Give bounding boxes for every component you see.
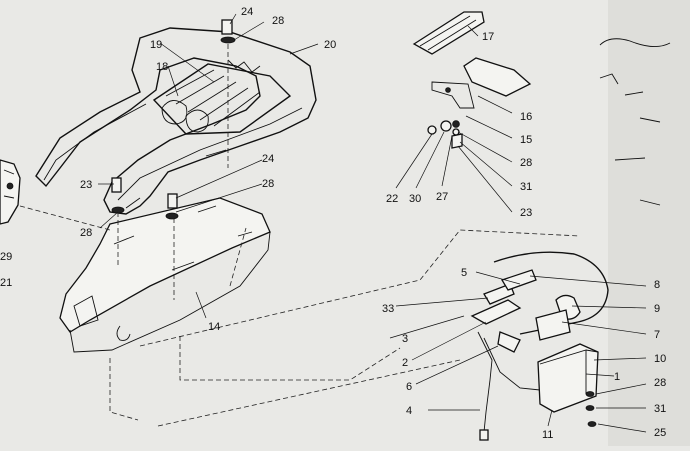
- label-2: 2: [402, 357, 408, 369]
- label-23-right: 23: [520, 207, 532, 219]
- fasteners-22-27-30-31: [427, 120, 463, 149]
- label-14: 14: [208, 321, 220, 333]
- label-30: 30: [409, 193, 421, 205]
- grab-rail-part-20: [35, 27, 317, 215]
- rear-fender-part-14: [59, 197, 271, 353]
- label-24-top: 24: [241, 6, 253, 18]
- tail-light-part-16-17: [412, 11, 532, 109]
- label-3: 3: [402, 333, 408, 345]
- label-28-top: 28: [272, 15, 284, 27]
- label-8: 8: [654, 279, 660, 291]
- part-number-labels: 24 28 19 20 18 24 28 23 28 29 21 14 17 1…: [0, 6, 666, 441]
- label-7: 7: [654, 329, 660, 341]
- assembly-guide-lines: [19, 44, 581, 427]
- label-25: 25: [654, 427, 666, 439]
- label-4: 4: [406, 405, 412, 417]
- label-21: 21: [0, 277, 12, 289]
- label-28-bottom: 28: [654, 377, 666, 389]
- label-29: 29: [0, 251, 12, 263]
- label-33: 33: [382, 303, 394, 315]
- screws-23-24-28: [111, 19, 236, 220]
- label-18: 18: [156, 61, 168, 73]
- label-27: 27: [436, 191, 448, 203]
- label-31-bottom: 31: [654, 403, 666, 415]
- label-28-right: 28: [520, 157, 532, 169]
- label-16: 16: [520, 111, 532, 123]
- label-19: 19: [150, 39, 162, 51]
- label-31-right: 31: [520, 181, 532, 193]
- left-edge-partial-part: [0, 159, 21, 225]
- label-1: 1: [614, 371, 620, 383]
- label-22: 22: [386, 193, 398, 205]
- label-6: 6: [406, 381, 412, 393]
- label-24-mid: 24: [262, 153, 274, 165]
- luggage-rack-part-18-19: [152, 59, 292, 135]
- electrical-unit-assembly: [470, 251, 609, 441]
- label-17: 17: [482, 31, 494, 43]
- label-10: 10: [654, 353, 666, 365]
- label-5: 5: [461, 267, 467, 279]
- label-28-mid: 28: [262, 178, 274, 190]
- label-11: 11: [542, 429, 553, 441]
- label-20: 20: [324, 39, 336, 51]
- label-9: 9: [654, 303, 660, 315]
- leader-lines: [98, 13, 647, 433]
- label-28-left: 28: [80, 227, 92, 239]
- label-15: 15: [520, 134, 532, 146]
- adjacent-page-edge: [599, 0, 690, 446]
- label-23-left: 23: [80, 179, 92, 191]
